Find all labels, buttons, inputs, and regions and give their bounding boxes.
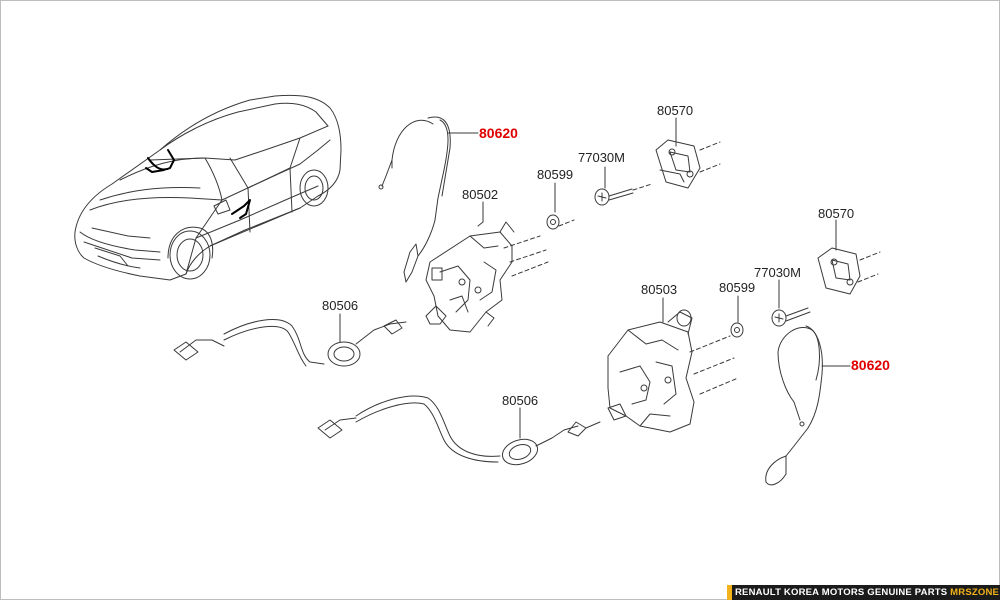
cable-80620-upper <box>378 116 451 283</box>
footer-text: RENAULT KOREA MOTORS GENUINE PARTS <box>735 587 948 598</box>
label-77030m-front: 77030M <box>578 150 625 165</box>
guide-line <box>503 235 549 277</box>
label-80506-front: 80506 <box>322 298 359 313</box>
label-80502: 80502 <box>462 187 499 202</box>
footer-brand: MRSZONE <box>950 587 1000 598</box>
striker-80570-rear <box>817 247 881 295</box>
screw-80599-rear <box>730 322 744 338</box>
guide-line <box>558 219 575 227</box>
screw-80599-front <box>546 214 560 230</box>
label-80506-rear: 80506 <box>502 393 539 408</box>
door-lock-80503 <box>607 309 695 433</box>
bolt-77030m-front <box>594 188 634 206</box>
label-80599-front: 80599 <box>537 167 574 182</box>
bolt-77030m-rear <box>771 307 811 327</box>
guide-line <box>632 183 653 191</box>
label-80503: 80503 <box>641 282 678 297</box>
car-illustration <box>74 94 342 281</box>
footer-watermark: RENAULT KOREA MOTORS GENUINE PARTS MRSZO… <box>727 585 1000 600</box>
guide-line <box>689 335 739 395</box>
cable-80506-front <box>173 319 407 367</box>
cable-80620-lower <box>765 325 823 486</box>
door-lock-80502 <box>425 221 515 333</box>
label-80570-front: 80570 <box>657 103 694 118</box>
label-80620-upper: 80620 <box>479 125 518 141</box>
label-77030m-rear: 77030M <box>754 265 801 280</box>
leader-lines <box>339 117 851 439</box>
striker-80570-front <box>655 139 721 189</box>
cable-80506-rear <box>317 395 601 466</box>
footer-accent <box>727 585 732 600</box>
label-80570-rear: 80570 <box>818 206 855 221</box>
label-80620-lower: 80620 <box>851 357 890 373</box>
label-80599-rear: 80599 <box>719 280 756 295</box>
